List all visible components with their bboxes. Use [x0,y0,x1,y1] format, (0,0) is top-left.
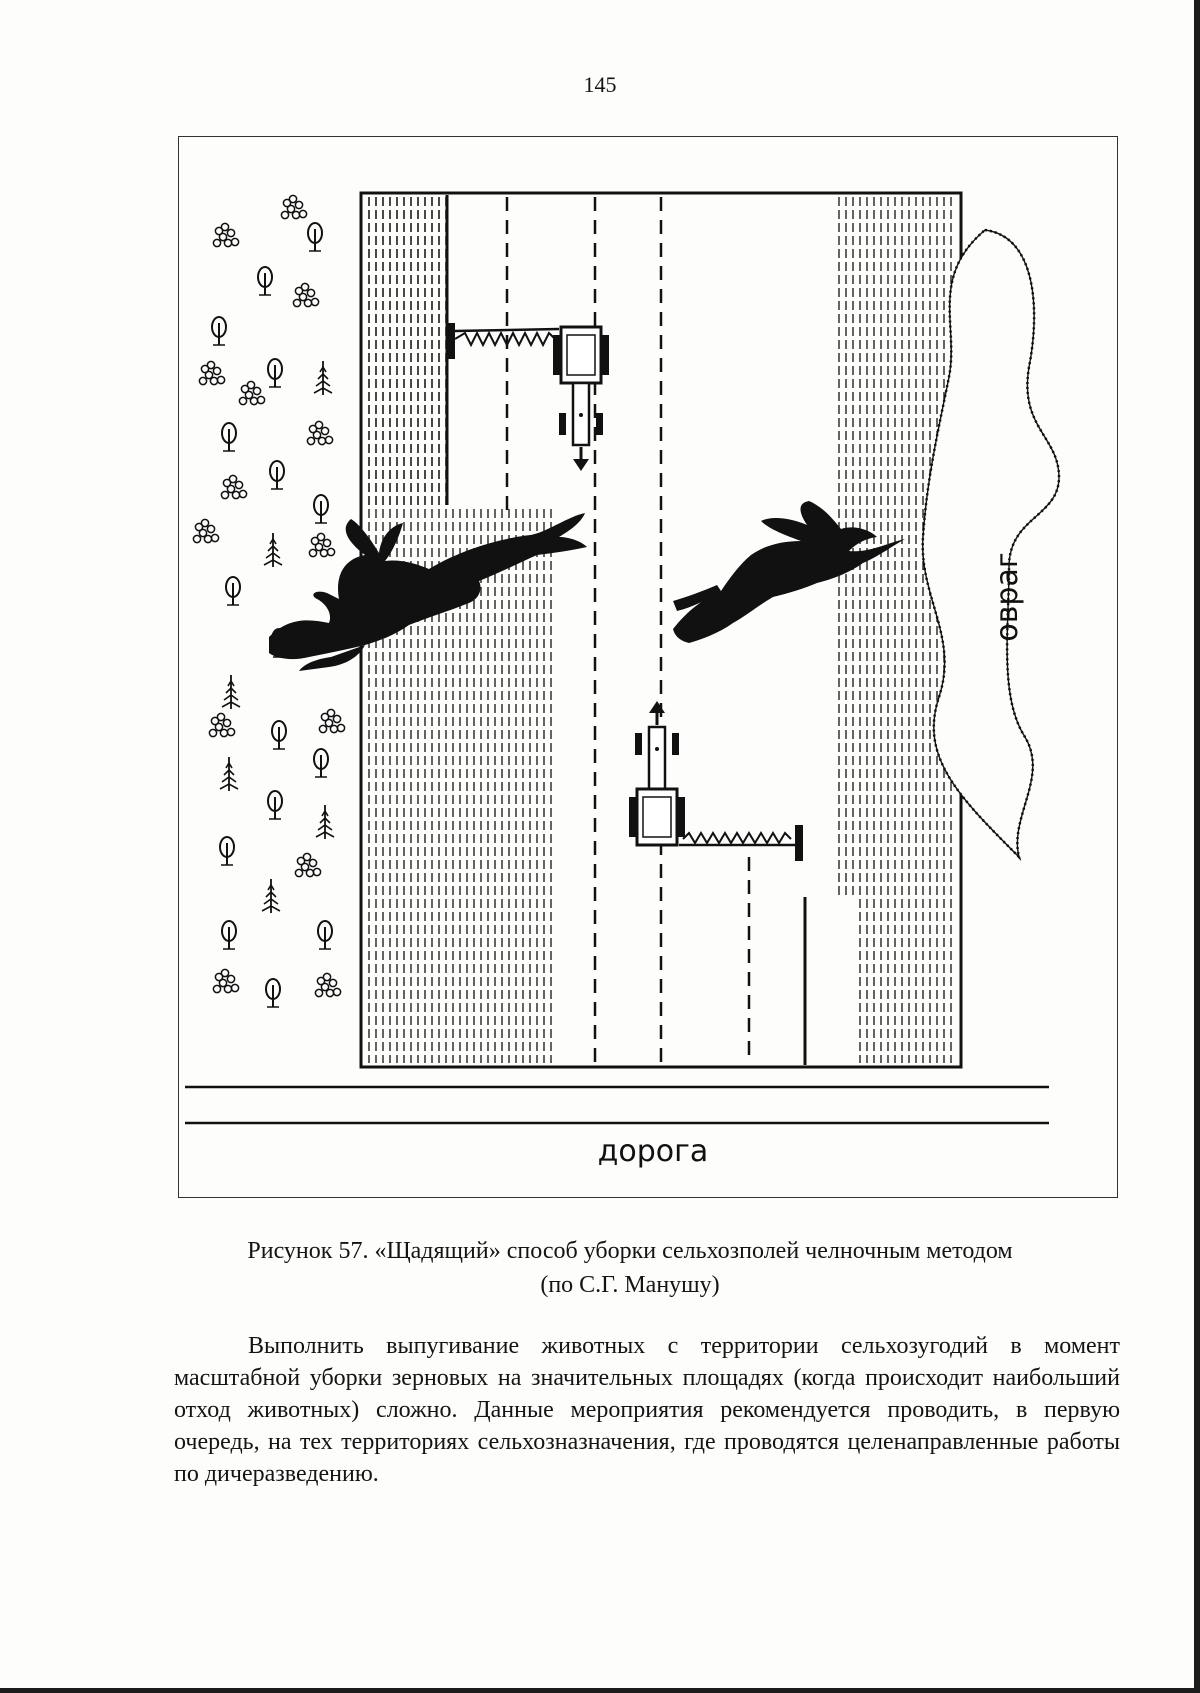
bush-icon [238,380,266,406]
tree-icon [221,422,237,452]
tree-icon [219,836,235,866]
fir-icon [261,879,281,913]
hare-icon [269,513,587,671]
harvested-strip-bottom [733,897,859,1065]
hare-icon [673,501,905,643]
bush-icon [292,282,320,308]
figure-caption: Рисунок 57. «Щадящий» способ уборки сель… [150,1234,1110,1302]
bush-icon [212,222,240,248]
bush-icon [294,852,322,878]
road-label: дорога [598,1134,709,1169]
ravine-outline [922,229,1060,860]
tree-icon [271,720,287,750]
fir-icon [315,805,335,839]
tree-icon [267,790,283,820]
bush-icon [192,518,220,544]
bush-icon [308,532,336,558]
bush-icon [306,420,334,446]
tree-icon [307,222,323,252]
bush-icon [280,194,308,220]
tree-icon [225,576,241,606]
page-number: 145 [583,72,617,97]
fir-icon [219,757,239,791]
mower-icon [679,825,803,861]
uncut-crop-middle [368,197,447,507]
fir-icon [221,675,241,709]
tractor-top [447,323,609,471]
arrow-down-icon [573,447,589,471]
caption-title: Рисунок 57. «Щадящий» способ уборки сель… [247,1238,1013,1264]
arrow-up-icon [649,701,665,725]
tree-icon [257,266,273,296]
tractor-icon [629,725,685,847]
bush-icon [220,474,248,500]
scan-edge-bottom [0,1688,1200,1693]
bush-icon [212,968,240,994]
figure-57: овраг [178,136,1118,1198]
scan-edge-right [1194,0,1200,1693]
woodland-edge [192,194,346,1008]
bush-icon [208,712,236,738]
tractor-bottom [629,701,803,861]
ravine-shape [921,228,1061,862]
body-paragraph: Выполнить выпугивание животных с террито… [174,1333,1120,1487]
tree-icon [265,978,281,1008]
tree-icon [267,358,283,388]
fir-icon [313,361,333,395]
tree-icon [211,316,227,346]
field-diagram: овраг [185,191,1061,1169]
bush-icon [314,972,342,998]
mower-icon [447,323,560,359]
tree-icon [317,920,333,950]
tractor-icon [553,325,609,447]
bush-icon [198,360,226,386]
fir-icon [263,533,283,567]
caption-source: (по С.Г. Манушу) [540,1272,720,1298]
tree-icon [313,748,329,778]
tree-icon [221,920,237,950]
tree-icon [269,460,285,490]
ravine-label: овраг [990,552,1025,641]
bush-icon [318,708,346,734]
tree-icon [313,494,329,524]
